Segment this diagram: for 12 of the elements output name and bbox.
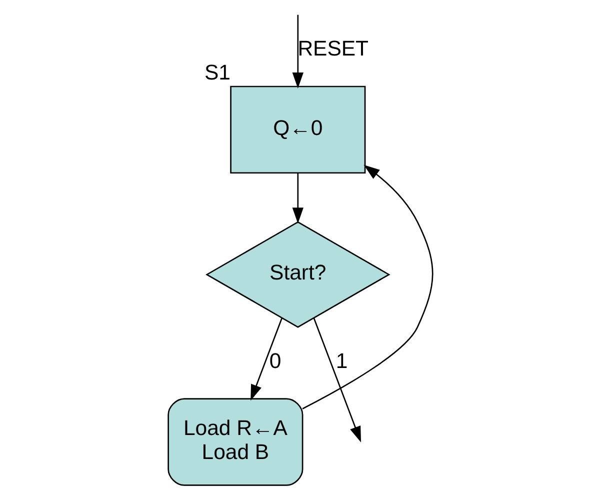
node-box: Load R←A Load B [168,398,304,486]
node-box: Q←0 [230,86,366,174]
arrow [292,14,304,88]
node-diamond: Start? [206,221,390,328]
arrow [292,172,304,224]
arrow [250,318,283,401]
edge-label: RESET [298,36,369,61]
arrow [302,164,434,410]
node-label: S1 [204,60,230,85]
edge-label: 1 [336,349,348,373]
edge-label: 0 [269,349,282,373]
arrow [313,318,361,442]
